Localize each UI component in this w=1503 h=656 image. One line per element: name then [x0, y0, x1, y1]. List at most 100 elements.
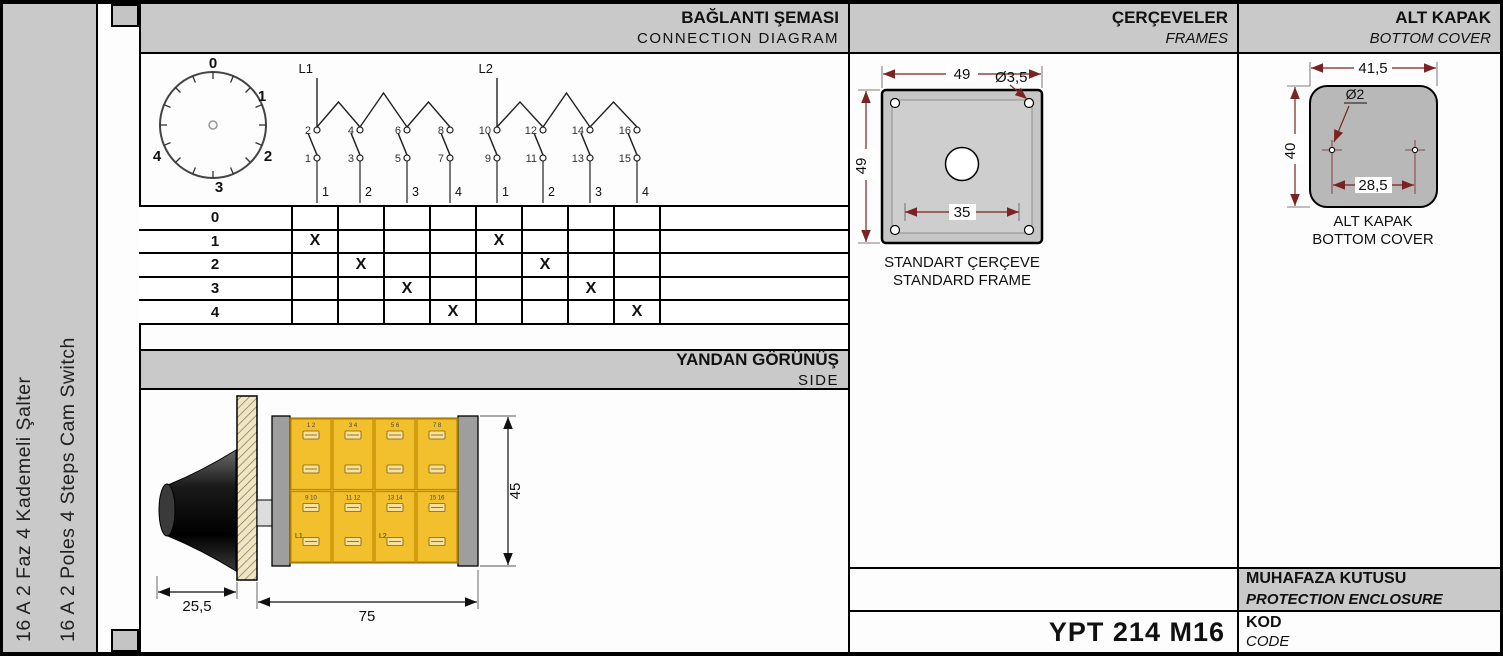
- table-filler-cell: [661, 301, 848, 325]
- dim-frame-hole-spacing: 35: [954, 204, 971, 221]
- bridge-link: [359, 91, 408, 128]
- module-terminal-numbers: 13 14: [387, 496, 403, 502]
- contact-open-cell: [569, 207, 615, 231]
- left-title-strip: [3, 4, 96, 652]
- table-filler-cell: [661, 207, 848, 231]
- step-row-label: 2: [139, 254, 293, 278]
- contact-open-cell: [293, 277, 339, 302]
- contact-open-cell: [385, 207, 431, 231]
- terminal-number-top: 16: [619, 125, 631, 137]
- end-plate-left: [271, 415, 291, 567]
- module-terminal-numbers: 11 12: [346, 496, 361, 502]
- divider: [848, 610, 1503, 612]
- contact-open-cell: [477, 207, 523, 231]
- dim-body-height: 45: [507, 483, 524, 500]
- step-row-label: 3: [139, 277, 293, 302]
- phase-label: L2: [479, 61, 493, 76]
- section-header-bottom-cover: ALT KAPAK BOTTOM COVER: [1239, 4, 1500, 52]
- contact-blade: [397, 132, 408, 156]
- step-column-number: 2: [365, 185, 372, 199]
- dial-tick: [229, 75, 234, 83]
- section-header-frames: ÇERÇEVELER FRAMES: [850, 4, 1237, 52]
- frame-drawing: 49 Ø3,5 49 35 STANDART ÇERÇEVE STANDARD …: [853, 65, 1044, 289]
- contact-open-cell: [385, 230, 431, 255]
- contact-open-cell: [293, 254, 339, 278]
- terminal-dot: [313, 126, 321, 134]
- terminal-number-bottom: 5: [395, 153, 401, 165]
- dim-frame-hole-dia: Ø3,5: [995, 69, 1028, 86]
- contact-open-cell: [615, 277, 661, 302]
- contact-open-cell: [431, 277, 477, 302]
- page-border-right: [1500, 0, 1503, 656]
- extension-lines: [1287, 62, 1438, 208]
- code-label-cell: KOD CODE: [1239, 612, 1500, 652]
- contact-closed-mark: X: [569, 277, 615, 302]
- module-terminal-numbers: 5 6: [391, 423, 400, 429]
- dial-tick: [245, 157, 251, 163]
- bridge-link: [316, 100, 361, 128]
- dim-cover-width: 41,5: [1358, 60, 1387, 77]
- terminal-dot: [493, 154, 501, 162]
- dial-position-label: 3: [215, 179, 223, 196]
- contact-blade: [350, 132, 361, 156]
- terminal-number-bottom: 9: [485, 153, 491, 165]
- label-mask: [1354, 60, 1392, 76]
- contact-blade: [307, 132, 318, 156]
- dial-tick: [175, 157, 181, 163]
- table-filler-cell: [661, 231, 848, 255]
- terminal-dot: [446, 154, 454, 162]
- contact-open-cell: [385, 254, 431, 278]
- contact-closed-mark: X: [523, 254, 569, 278]
- header-side-en: SIDE: [797, 371, 839, 389]
- dial-tick: [192, 167, 197, 175]
- step-column-number: 4: [455, 185, 462, 199]
- contact-open-cell: [477, 254, 523, 278]
- knob-face: [158, 483, 176, 537]
- binding-mark-top: [111, 4, 139, 27]
- contact-open-cell: [477, 277, 523, 302]
- contact-open-cell: [523, 277, 569, 302]
- end-plate-right: [457, 415, 479, 567]
- contact-module: [332, 418, 374, 491]
- contact-blade: [440, 132, 451, 156]
- dim-body-length: 75: [359, 608, 376, 625]
- bridge-link: [406, 100, 451, 128]
- terminal-number-top: 12: [525, 125, 537, 137]
- terminal-number-bottom: 11: [526, 153, 537, 165]
- divider: [139, 349, 850, 351]
- product-title-en: 16 A 2 Poles 4 Steps Cam Switch: [57, 337, 79, 642]
- dim-cover-height: 40: [1282, 143, 1299, 160]
- terminal-number-bottom: 13: [572, 153, 584, 165]
- contact-closed-mark: X: [385, 277, 431, 302]
- dial-position-label: 0: [209, 55, 217, 72]
- bridge-link: [496, 100, 544, 128]
- step-column-number: 1: [502, 185, 509, 199]
- contact-open-cell: [523, 230, 569, 255]
- contact-closed-mark: X: [293, 230, 339, 255]
- contact-open-cell: [569, 230, 615, 255]
- dim-cover-hole-dia: Ø2: [1346, 86, 1365, 102]
- divider: [848, 567, 1503, 569]
- divider: [96, 4, 98, 652]
- terminal-dot: [356, 154, 364, 162]
- header-frames-en: FRAMES: [1165, 30, 1228, 48]
- switch-knob: [167, 449, 237, 572]
- contact-open-cell: [523, 207, 569, 231]
- terminal-dot: [586, 154, 594, 162]
- contact-closed-mark: X: [431, 301, 477, 325]
- section-header-connection: BAĞLANTI ŞEMASI CONNECTION DIAGRAM: [141, 4, 848, 52]
- contact-open-cell: [293, 301, 339, 325]
- phase-mark: L2: [379, 533, 387, 540]
- contact-open-cell: [339, 207, 385, 231]
- contact-blade: [533, 132, 544, 156]
- terminal-number-top: 14: [572, 125, 584, 137]
- divider: [139, 4, 141, 652]
- label-mask: [1286, 134, 1304, 164]
- page-border-left: [0, 0, 3, 656]
- module-terminal-numbers: 3 4: [349, 423, 358, 429]
- contact-open-cell: [385, 301, 431, 325]
- dial-tick: [229, 167, 234, 175]
- terminal-number-top: 10: [479, 125, 491, 137]
- terminal-dot: [493, 126, 501, 134]
